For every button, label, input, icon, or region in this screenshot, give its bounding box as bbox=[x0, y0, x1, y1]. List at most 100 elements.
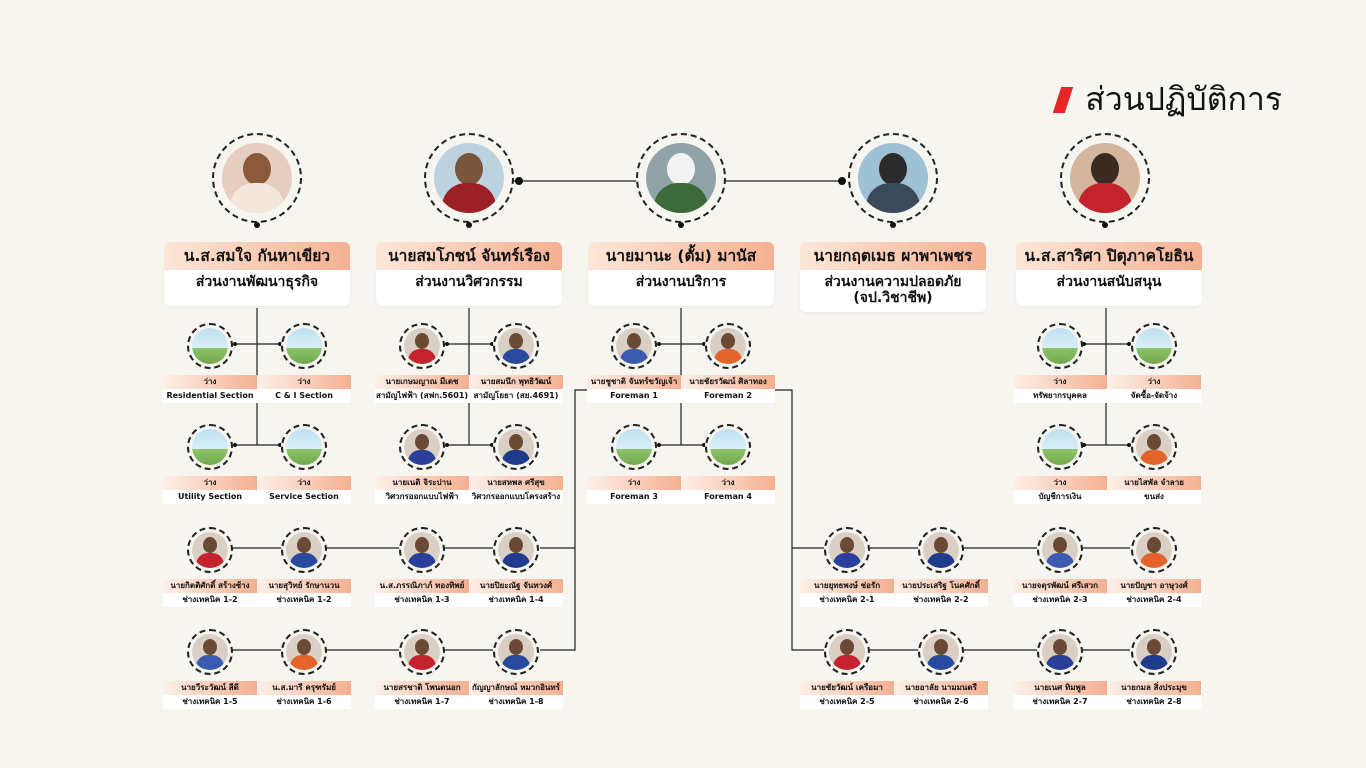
member-name: นายยุทธพงษ์ ช่อรัก bbox=[800, 579, 894, 593]
dept-card: น.ส.สมใจ กันหาเขียว ส่วนงานพัฒนาธุรกิจ bbox=[164, 242, 350, 306]
member-name: นายกมล สิ่งประมุข bbox=[1107, 681, 1201, 695]
member-avatar bbox=[187, 323, 233, 369]
member-role: ช่างเทคนิค 1-5 bbox=[163, 695, 257, 709]
dept-head-avatar bbox=[1060, 133, 1150, 228]
member-avatar bbox=[705, 424, 751, 470]
member-role: ช่างเทคนิค 1-7 bbox=[375, 695, 469, 709]
member-avatar bbox=[187, 629, 233, 675]
member-avatar bbox=[918, 527, 964, 573]
member-name: นายสรชาติ โพนดนอก bbox=[375, 681, 469, 695]
dept-head-avatar bbox=[848, 133, 938, 228]
member-name: ว่าง bbox=[1107, 375, 1201, 389]
member-name: นายเนติ จิระปาน bbox=[375, 476, 469, 490]
member-avatar bbox=[187, 527, 233, 573]
member-role: วิศวกรออกแบบโครงสร้าง bbox=[469, 490, 563, 504]
member-avatar bbox=[824, 629, 870, 675]
member-avatar bbox=[493, 424, 539, 470]
member-card: นายวีระวัฒน์ สีดีช่างเทคนิค 1-5 bbox=[163, 681, 257, 709]
member-avatar bbox=[399, 527, 445, 573]
dept-head-name: นายมานะ (ตั้ม) มานัส bbox=[588, 242, 774, 270]
member-role: ช่างเทคนิค 1-3 bbox=[375, 593, 469, 607]
member-card: ว่างจัดซื้อ-จัดจ้าง bbox=[1107, 375, 1201, 403]
member-role: ทรัพยากรบุคคล bbox=[1013, 389, 1107, 403]
member-card: นายกมล สิ่งประมุขช่างเทคนิค 2-8 bbox=[1107, 681, 1201, 709]
member-name: นายประเสริฐ โนคศักดิ์ bbox=[894, 579, 988, 593]
dept-unit: ส่วนงานวิศวกรรม bbox=[376, 270, 562, 306]
member-card: นายสมนึก พุทธิวัฒน์สามัญโยธา (สย.4691) bbox=[469, 375, 563, 403]
member-name: ว่าง bbox=[1013, 375, 1107, 389]
member-card: ว่างทรัพยากรบุคคล bbox=[1013, 375, 1107, 403]
member-role: สามัญโยธา (สย.4691) bbox=[469, 389, 563, 403]
member-role: ช่างเทคนิค 1-8 bbox=[469, 695, 563, 709]
member-name: นายวีระวัฒน์ สีดี bbox=[163, 681, 257, 695]
member-avatar bbox=[281, 629, 327, 675]
member-avatar bbox=[1037, 424, 1083, 470]
member-avatar bbox=[824, 527, 870, 573]
member-avatar bbox=[493, 629, 539, 675]
member-name: นายสมนึก พุทธิวัฒน์ bbox=[469, 375, 563, 389]
member-role: ช่างเทคนิค 1-6 bbox=[257, 695, 351, 709]
member-card: นายกิตติศักดิ์ สร้างช้างช่างเทคนิค 1-2 bbox=[163, 579, 257, 607]
dept-head-avatar bbox=[636, 133, 726, 228]
member-name: นายกิตติศักดิ์ สร้างช้าง bbox=[163, 579, 257, 593]
member-card: นายชัยวัฒน์ เครือมาช่างเทคนิค 2-5 bbox=[800, 681, 894, 709]
member-name: นายเนศ ทิมพูล bbox=[1013, 681, 1107, 695]
member-name: นายสุวิทย์ รักษานวน bbox=[257, 579, 351, 593]
member-name: น.ส.ภรรณิภาภ์ ทองทิพย์ bbox=[375, 579, 469, 593]
member-card: น.ส.ภรรณิภาภ์ ทองทิพย์ช่างเทคนิค 1-3 bbox=[375, 579, 469, 607]
member-card: นายเนศ ทิมพูลช่างเทคนิค 2-7 bbox=[1013, 681, 1107, 709]
member-name: ว่าง bbox=[257, 375, 351, 389]
member-card: นายอาลัย นามมนตรีช่างเทคนิค 2-6 bbox=[894, 681, 988, 709]
member-role: ช่างเทคนิค 1-2 bbox=[163, 593, 257, 607]
member-avatar bbox=[493, 323, 539, 369]
member-avatar bbox=[1037, 323, 1083, 369]
member-role: Foreman 4 bbox=[681, 490, 775, 504]
member-role: สามัญไฟฟ้า (สฟก.5601) bbox=[375, 389, 469, 403]
member-role: ช่างเทคนิค 2-4 bbox=[1107, 593, 1201, 607]
member-name: ว่าง bbox=[163, 476, 257, 490]
member-role: ช่างเทคนิค 1-4 bbox=[469, 593, 563, 607]
page-title: ส่วนปฏิบัติการ bbox=[1052, 74, 1282, 125]
member-role: ช่างเทคนิค 1-2 bbox=[257, 593, 351, 607]
member-card: นายยุทธพงษ์ ช่อรักช่างเทคนิค 2-1 bbox=[800, 579, 894, 607]
member-name: น.ส.มารี ครุฑรัมย์ bbox=[257, 681, 351, 695]
dept-unit: ส่วนงานสนับสนุน bbox=[1016, 270, 1202, 306]
member-role: Foreman 2 bbox=[681, 389, 775, 403]
member-card: นายปิยะณัฐ จันทวงศ์ช่างเทคนิค 1-4 bbox=[469, 579, 563, 607]
member-avatar bbox=[1037, 527, 1083, 573]
dept-unit: ส่วนงานบริการ bbox=[588, 270, 774, 306]
member-role: ขนส่ง bbox=[1107, 490, 1201, 504]
member-card: นายจตุรพัฒน์ ศรีเสวกช่างเทคนิค 2-3 bbox=[1013, 579, 1107, 607]
member-role: ช่างเทคนิค 2-6 bbox=[894, 695, 988, 709]
member-role: ช่างเทคนิค 2-1 bbox=[800, 593, 894, 607]
member-avatar bbox=[1131, 424, 1177, 470]
member-role: จัดซื้อ-จัดจ้าง bbox=[1107, 389, 1201, 403]
member-role: Foreman 1 bbox=[587, 389, 681, 403]
member-avatar bbox=[1037, 629, 1083, 675]
member-card: นายเกษมญาณ มีเดชสามัญไฟฟ้า (สฟก.5601) bbox=[375, 375, 469, 403]
member-avatar bbox=[493, 527, 539, 573]
dept-card: นายกฤตเมธ ผาพาเพชร ส่วนงานความปลอดภัย (จ… bbox=[800, 242, 986, 312]
member-card: กัญญาลักษณ์ หมวกอินทร์ช่างเทคนิค 1-8 bbox=[469, 681, 563, 709]
member-card: นายประเสริฐ โนคศักดิ์ช่างเทคนิค 2-2 bbox=[894, 579, 988, 607]
member-avatar bbox=[918, 629, 964, 675]
member-card: น.ส.มารี ครุฑรัมย์ช่างเทคนิค 1-6 bbox=[257, 681, 351, 709]
member-card: นายไสพัล จำลายขนส่ง bbox=[1107, 476, 1201, 504]
member-avatar bbox=[705, 323, 751, 369]
member-card: นายสรชาติ โพนดนอกช่างเทคนิค 1-7 bbox=[375, 681, 469, 709]
dept-head-name: นายกฤตเมธ ผาพาเพชร bbox=[800, 242, 986, 270]
member-role: ช่างเทคนิค 2-7 bbox=[1013, 695, 1107, 709]
member-name: นายอาลัย นามมนตรี bbox=[894, 681, 988, 695]
dept-card: นายสมโภชน์ จันทร์เรือง ส่วนงานวิศวกรรม bbox=[376, 242, 562, 306]
member-card: นายเนติ จิระปานวิศวกรออกแบบไฟฟ้า bbox=[375, 476, 469, 504]
member-name: นายชูชาติ จันทร์ขวัญเจ้า bbox=[587, 375, 681, 389]
dept-unit: ส่วนงานพัฒนาธุรกิจ bbox=[164, 270, 350, 306]
dept-head-name: น.ส.สมใจ กันหาเขียว bbox=[164, 242, 350, 270]
member-avatar bbox=[1131, 323, 1177, 369]
member-card: นายสุวิทย์ รักษานวนช่างเทคนิค 1-2 bbox=[257, 579, 351, 607]
member-name: ว่าง bbox=[1013, 476, 1107, 490]
member-role: บัญชีการเงิน bbox=[1013, 490, 1107, 504]
